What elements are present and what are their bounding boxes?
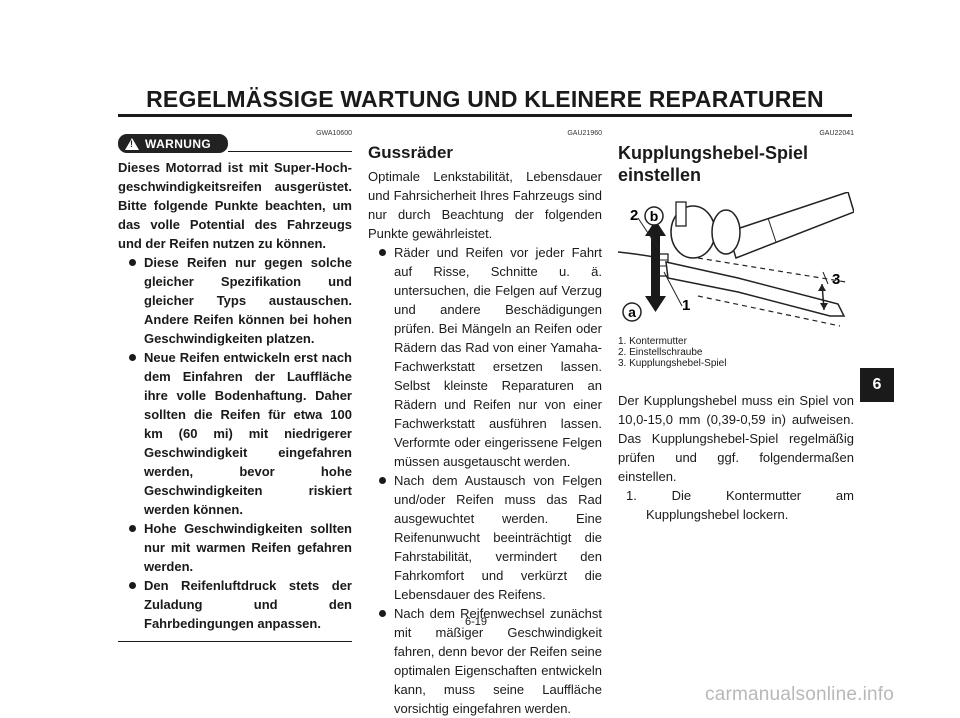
gussraeder-bullet-1: Räder und Reifen vor jeder Fahrt auf Ris…: [368, 243, 602, 471]
caption-2: 2. Einstellschraube: [618, 347, 703, 358]
warning-end-rule: [118, 641, 352, 642]
watermark: carmanualsonline.info: [705, 684, 895, 705]
figure-captions: 1. Kontermutter 2. Einstellschraube 3. K…: [618, 336, 854, 369]
header-rule: [118, 114, 852, 117]
warning-column: GWA10600 WARNUNG Dieses Motorrad ist mit…: [118, 128, 352, 642]
warning-bullet-1: Diese Reifen nur gegen solche gleicher S…: [118, 253, 352, 348]
clutch-lever-illustration: b a 2 1 3: [617, 191, 855, 327]
warning-bullet-3: Hohe Geschwindigkeiten sollten nur mit w…: [118, 519, 352, 576]
warning-header: GWA10600 WARNUNG: [118, 128, 352, 158]
kupplung-title-line2: einstellen: [618, 165, 702, 185]
page-number: 6-19: [465, 616, 488, 628]
warning-bullet-2: Neue Reifen entwickeln erst nach dem Ein…: [118, 348, 352, 519]
kupplung-title-line1: Kupplungshebel-Spiel: [618, 143, 809, 163]
kupplung-title: Kupplungshebel-Spiel einstellen: [618, 142, 854, 186]
kupplung-steps: 1. Die Kontermutter am Kupplungshebel lo…: [618, 486, 854, 524]
clutch-lever-figure: b a 2 1 3: [617, 191, 855, 332]
gussraeder-title: Gussräder: [368, 143, 454, 162]
warning-body: Dieses Motorrad ist mit Super-Hoch­gesch…: [118, 158, 352, 633]
kupplung-column: GAU22041 Kupplungshebel-Spiel einstellen: [617, 128, 855, 524]
figure-label-b: b: [650, 208, 659, 224]
warning-label: WARNUNG: [145, 136, 212, 151]
warning-intro: Dieses Motorrad ist mit Super-Hoch­gesch…: [118, 160, 352, 251]
figure-label-3: 3: [832, 271, 840, 288]
kupplung-step-1: 1. Die Kontermutter am Kupplungshebel lo…: [626, 488, 854, 522]
figure-label-2: 2: [630, 207, 638, 224]
gussraeder-intro: Optimale Lenkstabilität, Lebensdauer und…: [368, 169, 602, 241]
caption-3: 3. Kupplungshebel-Spiel: [618, 358, 727, 369]
gussraeder-column: GAU21960 Gussräder Optimale Lenkstabilit…: [368, 128, 602, 718]
warning-badge: WARNUNG: [118, 134, 228, 153]
kupplung-body: Der Kupplungshebel muss ein Spiel von 10…: [618, 393, 854, 484]
warning-bullets: Diese Reifen nur gegen solche gleicher S…: [118, 253, 352, 633]
gussraeder-bullet-2: Nach dem Austausch von Felgen und/oder R…: [368, 471, 602, 604]
figure-label-a: a: [628, 304, 636, 320]
warning-triangle-icon: [125, 137, 139, 150]
gussraeder-code: GAU21960: [567, 130, 602, 137]
warning-bullet-4: Den Reifenluftdruck stets der Zuladung u…: [118, 576, 352, 633]
gussraeder-bullet-3: Nach dem Reifenwechsel zunächst mit mäßi…: [368, 604, 602, 718]
caption-1: 1. Kontermutter: [618, 336, 687, 347]
figure-label-1: 1: [682, 297, 690, 314]
kupplung-code: GAU22041: [819, 130, 854, 137]
warning-rule: [228, 151, 352, 152]
gussraeder-bullets: Räder und Reifen vor jeder Fahrt auf Ris…: [368, 243, 602, 718]
page-header-title: REGELMÄSSIGE WARTUNG UND KLEINERE REPARA…: [146, 86, 824, 112]
warning-code: GWA10600: [316, 130, 352, 137]
chapter-tab: 6: [860, 368, 894, 402]
